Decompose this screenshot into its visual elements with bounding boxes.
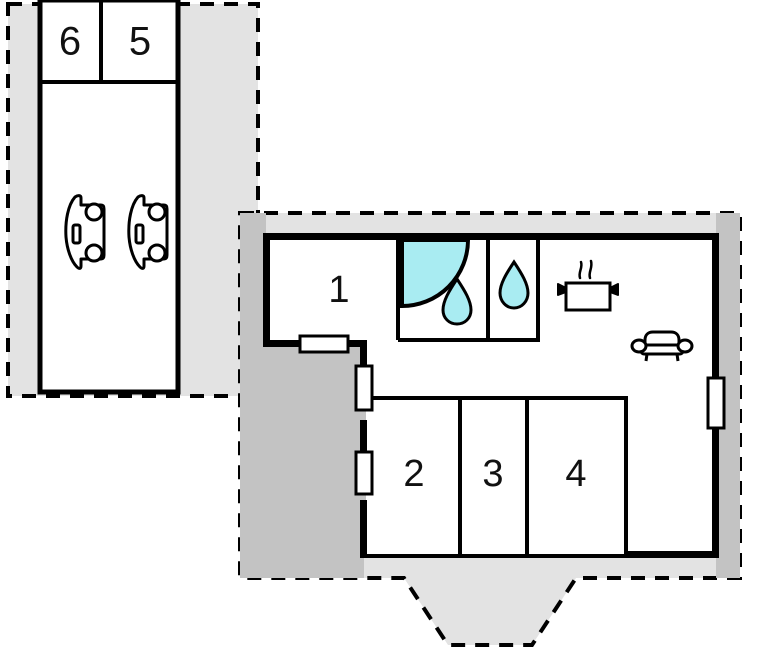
bathroom-2[interactable] (398, 240, 540, 342)
door-hall-lower[interactable] (354, 450, 374, 496)
bedroom-block-right-wall (624, 396, 628, 554)
building-plot-boundary (238, 211, 742, 647)
room-3-label: 3 (482, 453, 503, 495)
bedroom-block-fill (367, 396, 628, 554)
bathroom-2-right-wall (536, 240, 540, 342)
wall-hall-lower (360, 500, 367, 558)
openings[interactable] (298, 334, 726, 496)
shower-tray-icon (400, 238, 471, 309)
wall-left-room1 (263, 233, 270, 345)
wall-hall-mid (360, 420, 367, 464)
room-2-label: 2 (403, 453, 424, 495)
wall-room1-bottom-left (263, 340, 308, 347)
terrace-cutout (266, 345, 366, 558)
building-outer-walls (263, 233, 719, 558)
bathroom-1[interactable] (400, 238, 490, 340)
bedroom-block-top-wall (367, 396, 628, 400)
car-icon (127, 194, 169, 270)
bedroom-divider-2-3 (458, 396, 462, 554)
bedroom-divider-3-4 (525, 396, 529, 554)
room-4-label: 4 (565, 453, 586, 495)
parking-structure-outline (37, 0, 181, 395)
room-1-label: 1 (328, 269, 349, 311)
parking-structure[interactable] (37, 0, 181, 395)
water-drop-icon (441, 276, 473, 326)
room-1-right-wall (396, 240, 400, 340)
wall-right-upper (712, 233, 719, 381)
door-hall-upper[interactable] (354, 364, 374, 412)
wall-top (263, 233, 719, 240)
parking-bay-label-5: 5 (129, 20, 151, 64)
wall-bottom (363, 551, 719, 558)
bedroom-block[interactable]: 2 3 4 (367, 396, 628, 554)
sofa-icon (630, 330, 694, 362)
window-right-wall[interactable] (706, 376, 726, 430)
bathroom-block-bottom-wall (398, 338, 540, 342)
wall-room1-bottom-right (347, 340, 367, 347)
car-icon (64, 194, 106, 270)
bathroom-1-right-wall (486, 240, 490, 340)
room-1[interactable]: 1 (270, 240, 400, 340)
room-1-fill (270, 240, 398, 340)
kitchen-living-room[interactable] (557, 259, 694, 362)
door-terrace-top[interactable] (298, 334, 350, 354)
wall-right-lower (712, 426, 719, 558)
wall-hall-upper (360, 340, 367, 384)
cooking-pot-icon (557, 259, 619, 312)
parking-bay-label-6: 6 (59, 20, 81, 64)
water-drop-icon (498, 259, 530, 310)
